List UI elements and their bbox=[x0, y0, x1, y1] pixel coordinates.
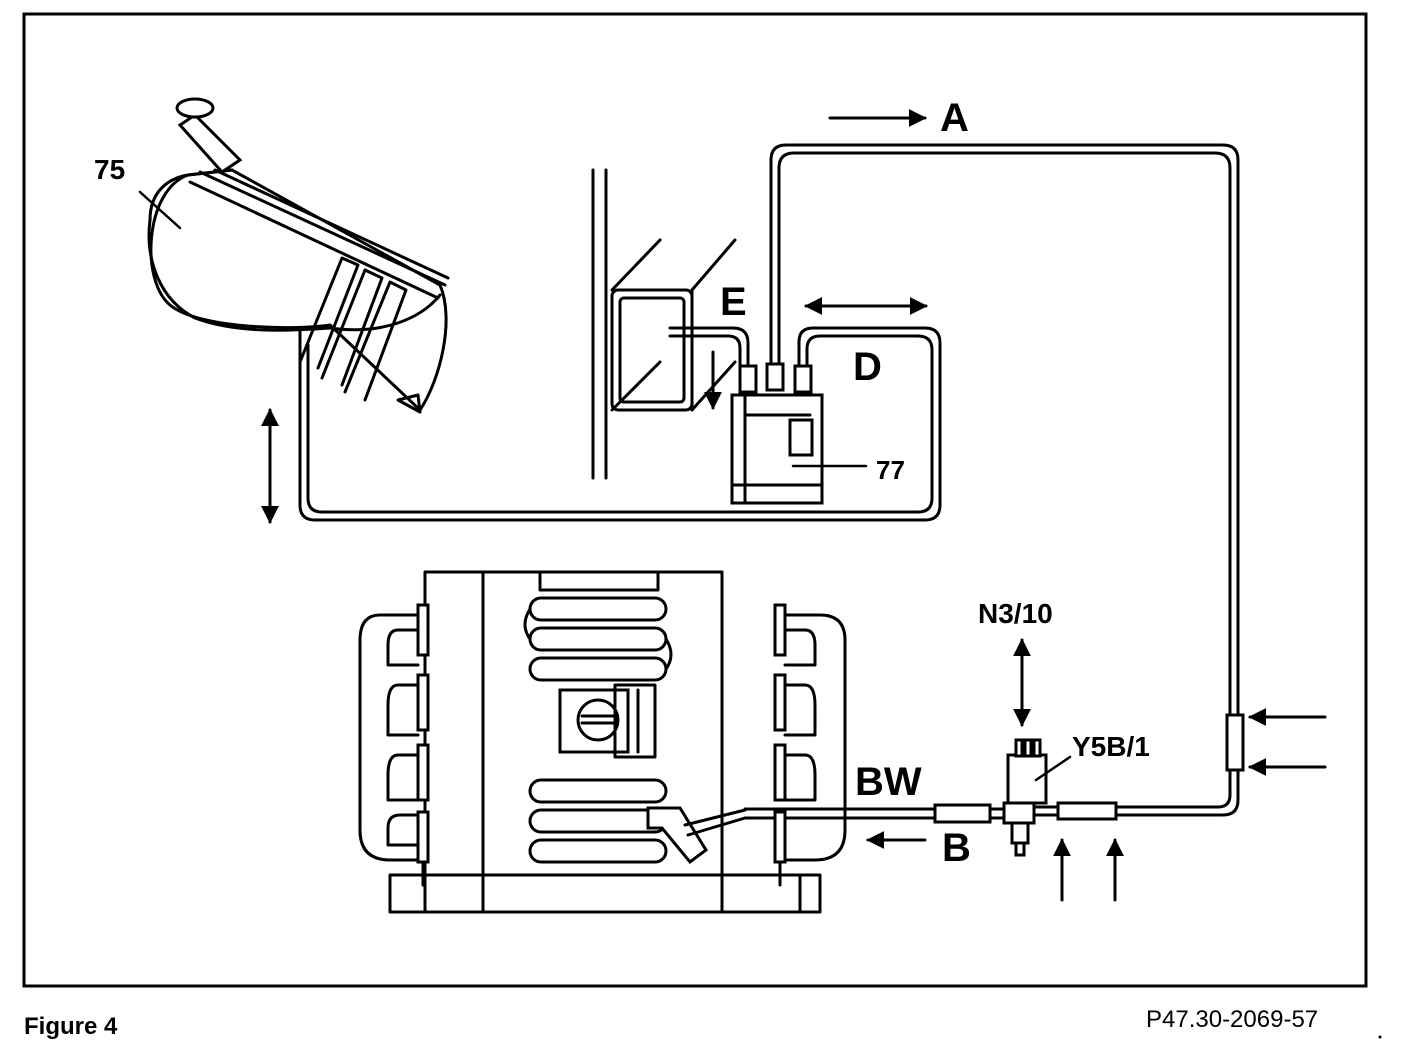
label-y5b1: Y5B/1 bbox=[1072, 731, 1150, 762]
diagram-frame bbox=[22, 12, 1368, 988]
wall-section bbox=[591, 168, 737, 480]
label-a: A bbox=[940, 96, 969, 140]
vacuum-line-e bbox=[668, 326, 750, 368]
label-75: 75 bbox=[94, 154, 126, 185]
vacuum-line-d bbox=[298, 326, 942, 522]
label-y5b1-leader bbox=[1034, 755, 1072, 782]
label-n310: N3/10 bbox=[978, 598, 1053, 629]
line-a-sleeve bbox=[1056, 801, 1118, 821]
stray-dot bbox=[1378, 1035, 1382, 1039]
figure-caption: Figure 4 bbox=[24, 1013, 118, 1040]
vacuum-reservoir bbox=[147, 97, 450, 414]
label-bw: BW bbox=[855, 760, 922, 804]
control-valve-77 bbox=[730, 362, 824, 505]
vacuum-line-a bbox=[769, 143, 1240, 717]
solenoid-valve bbox=[1002, 738, 1048, 857]
label-77: 77 bbox=[876, 455, 905, 485]
label-d: D bbox=[853, 345, 882, 389]
engine bbox=[358, 570, 847, 914]
figure-code: P47.30-2069-57 bbox=[1146, 1006, 1319, 1033]
label-e: E bbox=[720, 280, 747, 324]
line-b-sleeve bbox=[933, 803, 992, 824]
label-75-leader bbox=[138, 190, 182, 230]
line-a-connector bbox=[1225, 713, 1245, 772]
label-b: B bbox=[942, 826, 971, 870]
